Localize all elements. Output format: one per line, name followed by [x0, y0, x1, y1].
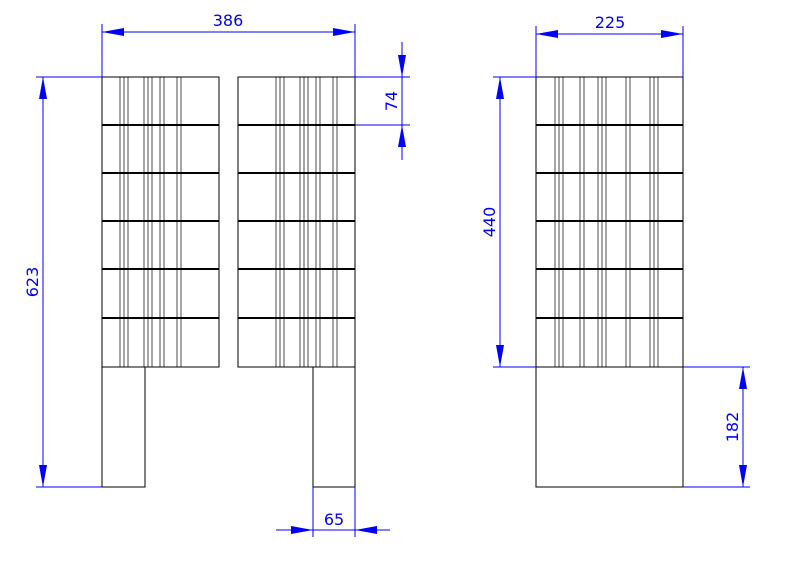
dim-block-height-label: 74: [382, 91, 401, 111]
dim-base-height: 182: [683, 366, 750, 488]
middle-column-blocks: [237, 76, 356, 368]
dim-base-height-label: 182: [723, 412, 742, 443]
dim-stack-height: 440: [480, 76, 536, 368]
dim-stack-height-label: 440: [480, 207, 499, 238]
dim-block-height: 74: [355, 42, 410, 160]
dim-front-width: 386: [101, 11, 356, 77]
side-view-blocks: [535, 76, 684, 368]
middle-leg: [312, 366, 356, 488]
middle-column: [237, 76, 356, 488]
dim-leg-width: 65: [276, 487, 390, 537]
side-block-grooves: [554, 77, 659, 367]
dim-front-width-label: 386: [213, 11, 244, 30]
dim-leg-width-label: 65: [324, 510, 344, 529]
left-column: [101, 76, 220, 488]
side-view-column: [535, 76, 684, 488]
dim-total-height: 623: [23, 76, 102, 488]
dim-total-height-label: 623: [23, 267, 42, 298]
side-base: [535, 366, 684, 488]
left-leg: [101, 366, 146, 488]
middle-block-grooves: [275, 77, 338, 367]
left-column-blocks: [101, 76, 220, 368]
dim-side-width-label: 225: [595, 13, 626, 32]
left-block-grooves: [119, 77, 182, 367]
dim-side-width: 225: [535, 13, 684, 77]
